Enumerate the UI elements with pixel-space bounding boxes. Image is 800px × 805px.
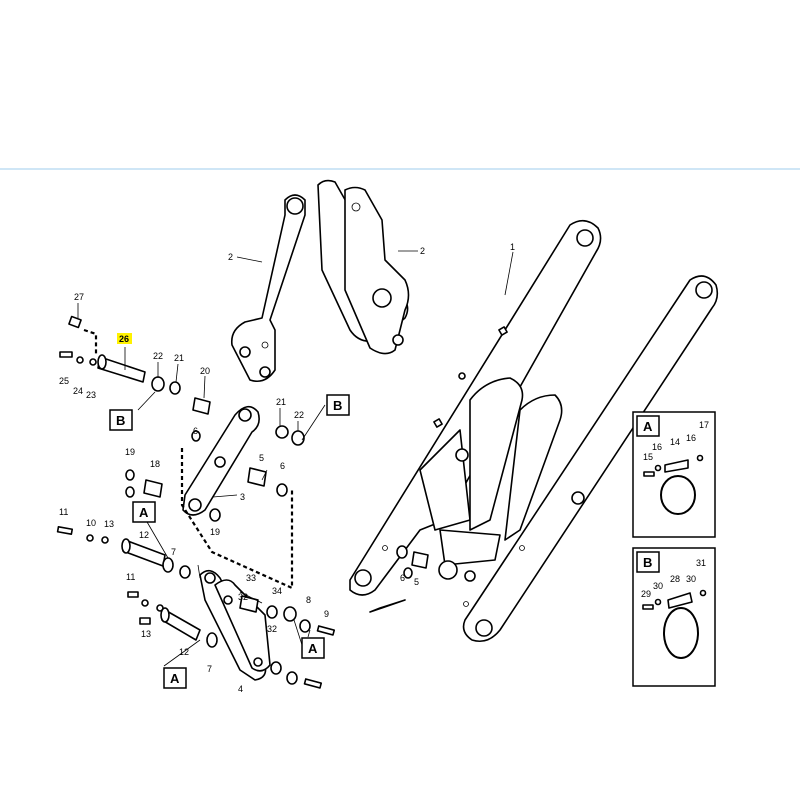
callout-32: 32 <box>267 624 277 634</box>
frame-bushings <box>396 545 429 579</box>
callout-4: 4 <box>238 684 243 694</box>
callout-1: 1 <box>510 242 515 252</box>
callout-34: 34 <box>272 586 282 596</box>
callout-21: 21 <box>174 353 184 363</box>
callout-18: 18 <box>150 459 160 469</box>
detail-a-17: 17 <box>699 420 709 430</box>
callout-7: 7 <box>207 664 212 674</box>
upper-pin-assembly <box>59 315 305 446</box>
callout-5: 5 <box>259 453 264 463</box>
callout-9: 9 <box>324 609 329 619</box>
callout-labels: 1 2 2 3 4 5 5 6 6 6 7 7 8 9 10 11 11 12 … <box>59 242 515 694</box>
callout-2: 2 <box>228 252 233 262</box>
callout-13: 13 <box>104 519 114 529</box>
ref-box-b: B <box>333 398 342 413</box>
callout-12: 12 <box>179 647 189 657</box>
detail-b-29: 29 <box>641 589 651 599</box>
lower-pins <box>56 526 218 648</box>
reference-boxes: B B A A A <box>109 394 350 689</box>
callout-22: 22 <box>294 410 304 420</box>
callout-6: 6 <box>280 461 285 471</box>
highlight-26 <box>117 333 132 344</box>
ref-box-a: A <box>170 671 180 686</box>
detail-panel-b: B 31 28 30 30 29 <box>632 547 716 687</box>
detail-a-16: 16 <box>686 433 696 443</box>
callout-13: 13 <box>141 629 151 639</box>
ref-box-a: A <box>308 641 318 656</box>
callout-11: 11 <box>59 507 68 517</box>
lower-link-4 <box>199 569 336 689</box>
callout-22: 22 <box>153 351 163 361</box>
callout-11: 11 <box>126 572 135 582</box>
callout-25: 25 <box>59 376 69 386</box>
detail-a-title: A <box>643 419 653 434</box>
ref-box-a: A <box>139 505 149 520</box>
callout-8: 8 <box>306 595 311 605</box>
callout-3: 3 <box>240 492 245 502</box>
callout-5: 5 <box>414 577 419 587</box>
callout-26: 26 <box>119 334 129 344</box>
callout-23: 23 <box>86 390 96 400</box>
callout-24: 24 <box>73 386 83 396</box>
callout-19: 19 <box>125 447 135 457</box>
detail-a-16: 16 <box>652 442 662 452</box>
lift-arm-frame <box>349 219 719 643</box>
detail-b-31: 31 <box>696 558 706 568</box>
callout-10: 10 <box>86 518 96 528</box>
callout-32: 32 <box>238 592 248 602</box>
callout-6: 6 <box>400 573 405 583</box>
link-plate <box>317 179 410 355</box>
callout-2: 2 <box>420 246 425 256</box>
callout-6: 6 <box>193 426 198 436</box>
lower-link-3 <box>125 405 294 590</box>
callout-27: 27 <box>74 292 84 302</box>
callout-7: 7 <box>171 547 176 557</box>
callout-21: 21 <box>276 397 286 407</box>
separator-line <box>0 168 800 170</box>
direction-arrow <box>369 599 406 613</box>
detail-a-14: 14 <box>670 437 680 447</box>
callout-12: 12 <box>139 530 149 540</box>
detail-b-28: 28 <box>670 574 680 584</box>
callout-19: 19 <box>210 527 220 537</box>
callout-20: 20 <box>200 366 210 376</box>
link-rod <box>230 194 306 383</box>
callout-33: 33 <box>246 573 256 583</box>
detail-b-30: 30 <box>686 574 696 584</box>
detail-b-title: B <box>643 555 652 570</box>
leader-lines <box>77 250 514 667</box>
ref-box-b: B <box>116 413 125 428</box>
detail-a-15: 15 <box>643 452 653 462</box>
detail-b-30: 30 <box>653 581 663 591</box>
detail-panel-a: A 17 14 16 16 15 <box>632 411 716 538</box>
